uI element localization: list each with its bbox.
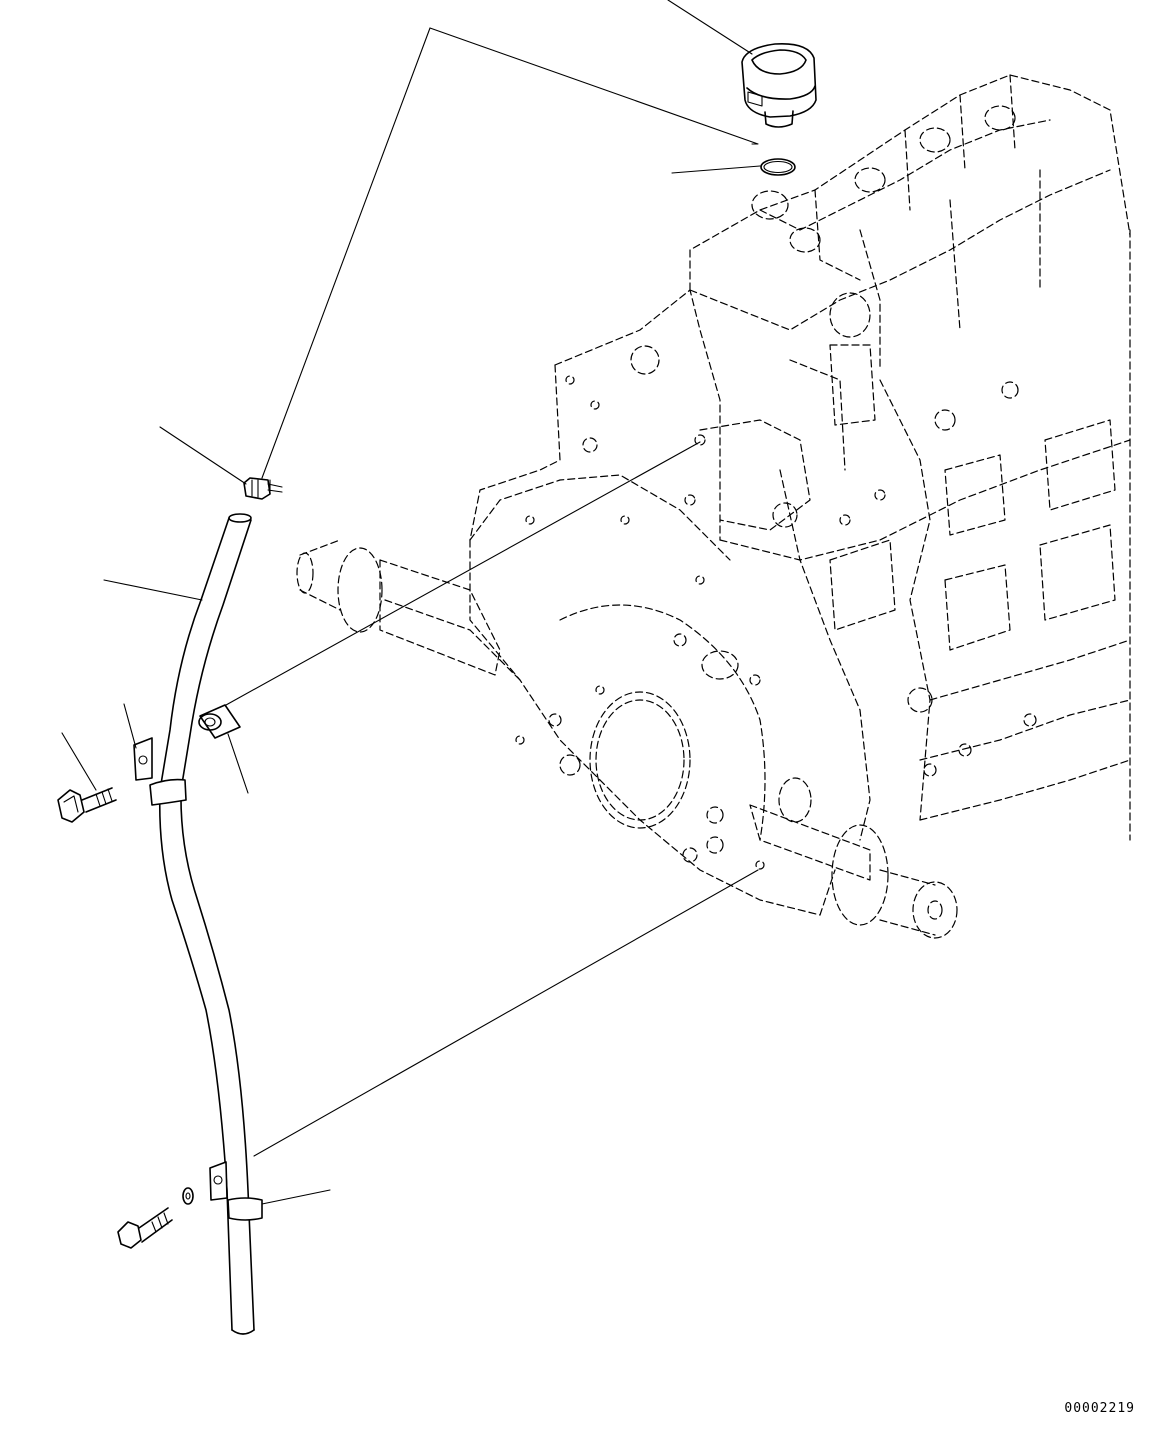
spacer-collar xyxy=(198,704,241,739)
lower-bolt xyxy=(117,1187,194,1249)
oil-filler-cap xyxy=(741,42,817,128)
leader-lines xyxy=(61,0,761,1205)
engine-block-outline xyxy=(296,74,1131,939)
o-ring xyxy=(760,158,796,176)
figure-reference-number: 00002219 xyxy=(1064,1401,1135,1416)
dipstick-guide-tube xyxy=(133,513,263,1335)
upper-bolt xyxy=(57,787,117,823)
small-clip xyxy=(243,477,283,500)
